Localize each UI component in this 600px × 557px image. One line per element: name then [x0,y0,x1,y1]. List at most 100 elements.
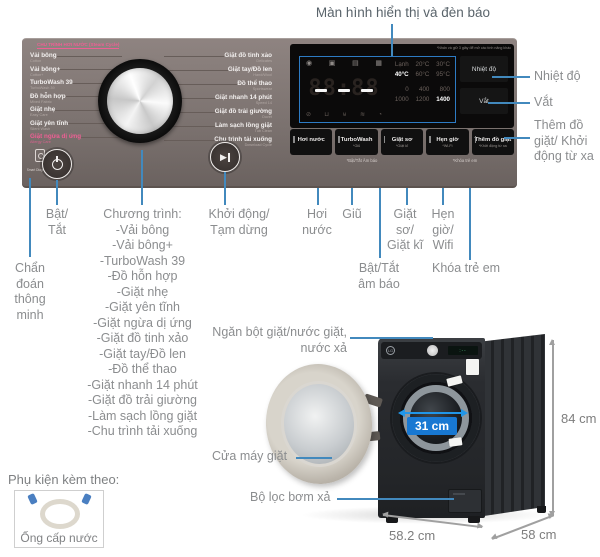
segment-dash [338,88,350,92]
program-item: Giặt đồ tinh xảo Delicates [164,52,272,64]
program-list-item: -Giặt ngừa dị ứng [93,315,192,330]
program-list-item: -Giặt đồ tinh xảo [96,331,189,345]
label-filter: Bộ lọc bơm xả [250,490,331,504]
label-door: Cửa máy giặt [212,449,288,463]
program-item: Vải bông Cotton [30,52,122,64]
program-list-item: -Giặt yên tĩnh [104,300,181,314]
label-prewash: Giặt sơ/ Giặt kĩ [386,207,424,252]
program-item: Giặt ngừa dị ứng Allergy Care [30,133,122,145]
label-add-laundry: Thêm đồ giặt/ Khởi động từ xa [534,118,594,163]
callout-line-power [56,180,58,205]
door-opening-badge: 31 cm [407,417,457,435]
drain-pump-filter [448,489,482,513]
program-list-right: Giặt đồ tinh xảo Delicates Giặt tay/Đồ l… [164,52,272,148]
label-spin: Vắt [534,95,553,109]
program-item: Làm sạch lồng giặt Tub Clean [164,122,272,134]
spin-value: 800 [439,86,450,93]
machine-foot [386,516,398,523]
sticker [466,359,479,375]
option-button[interactable]: Hẹn giờ *Wi-Fi [426,129,469,155]
hose-connector [81,492,92,506]
hose-connector [27,492,38,506]
door-lock-icon: ◉ [306,60,313,67]
start-pause-button[interactable]: ▶ [210,142,240,172]
label-temperature: Nhiệt độ [534,69,581,83]
temp-value: 60°C [415,71,430,78]
program-item: Giặt yên tĩnh Silent Wash [30,120,122,132]
callout-line-start [224,172,226,205]
accessory-title: Phụ kiện kèm theo: [8,472,120,487]
wash-icon: ▣ [328,60,336,67]
program-list-left: Vải bông Cotton Vải bông+ Cotton+ Tu [30,52,122,145]
spin-value: 1200 [415,96,430,103]
callout-line-timer [442,188,444,205]
status-icons: ⊘ ⊔ ⊎ ≋ ◔ [302,111,386,119]
program-item: Đồ hỗn hợp Mixed Fabric [30,93,122,105]
program-knob[interactable] [98,59,182,143]
option-button[interactable]: Thêm đồ giặt *Khởi động từ xa [471,129,515,155]
display-highlight-box: ◉ ▣ ▤ ▦ 88:88 ⊘ ⊔ ⊎ ≋ [299,56,456,123]
leader-line [56,55,122,57]
option-button[interactable]: Hơi nước [290,129,333,155]
program-list-item: -Giặt nhẹ [116,284,169,299]
leader-line [55,109,122,111]
callout-line-prewash [406,188,408,205]
child-lock-hint: *Khóa trẻ em [452,158,478,163]
program-item: Vải bông+ Cotton+ [30,66,122,78]
callout-line-filter [337,498,454,500]
spin-button[interactable]: Vắt [460,88,508,114]
program-list-item: -Giặt tay/Đồ len [99,346,186,361]
segment-dash [315,88,327,92]
led-display: *Nhấn và giữ 3 giây để mở các tính năng … [290,44,514,128]
program-list-item: -Đồ hỗn hợp [107,269,178,283]
option-button-row: Hơi nước TurboWash *Giũ Giặt sơ *Giặt kĩ… [290,129,515,155]
leader-line [164,69,228,71]
machine-door-open [261,360,377,488]
temperature-button[interactable]: Nhiệt độ [460,56,508,82]
leader-line [60,69,122,71]
leader-line [164,111,215,113]
machine-foot [537,506,546,513]
height-value: 84 cm [561,411,597,426]
label-beep: Bật/Tắt âm báo [358,261,400,291]
cycle-phase-icons: ◉ ▣ ▤ ▦ [302,60,386,68]
segment-dash [361,88,373,92]
callout-line-spin [488,102,530,104]
label-timer-wifi: Hẹn giờ/ Wifi [431,207,455,252]
program-list-item: -Vải bông [115,222,170,237]
callout-line-addlaundry [504,137,530,139]
program-list-item: -Giặt nhanh 14 phút [87,377,198,392]
lg-logo: LG [386,346,395,355]
temp-value: 40°C [394,71,409,78]
program-list-item: -TurboWash 39 [99,253,186,268]
machine-mini-display: :-- [448,346,478,355]
callout-line-smart [29,178,31,257]
knob-cap[interactable] [107,68,173,134]
label-child-lock: Khóa trẻ em [432,261,501,275]
control-panel: CHU TRÌNH HƠI NƯỚC (Steam Cycle) Vải bôn… [22,38,517,188]
time-delay-icon: ◔ [378,112,382,118]
program-item: TurboWash 39 TurboWash 39 [30,79,122,91]
wifi-icon: ≋ [360,112,366,118]
door-opening-arrow [398,409,468,417]
program-item: Chu trình tải xuống Download Cycle [164,136,272,148]
leader-line [164,83,238,85]
machine-control-strip: LG :-- [381,342,482,359]
program-item: Giặt tay/Đồ len Hand/Wool [164,66,272,78]
label-smart-diagnosis: Chẩn đoán thông minh [14,261,46,322]
tub-clean-icon: ⊔ [324,112,330,118]
option-button[interactable]: Giặt sơ *Giặt kĩ [380,129,424,155]
option-button[interactable]: TurboWash *Giũ [335,129,378,155]
play-pause-icon: ▶ [220,152,230,162]
power-button[interactable] [42,149,72,179]
accessory-label: Ống cấp nước [20,531,98,545]
height-arrow [549,339,555,517]
callout-line-door [296,457,332,459]
temp-value: 95°C [436,71,450,78]
smart-diagnosis-label: Smart Diagnosis™ [26,168,54,172]
leader-line [164,55,225,57]
callout-line-drawer [350,337,433,339]
